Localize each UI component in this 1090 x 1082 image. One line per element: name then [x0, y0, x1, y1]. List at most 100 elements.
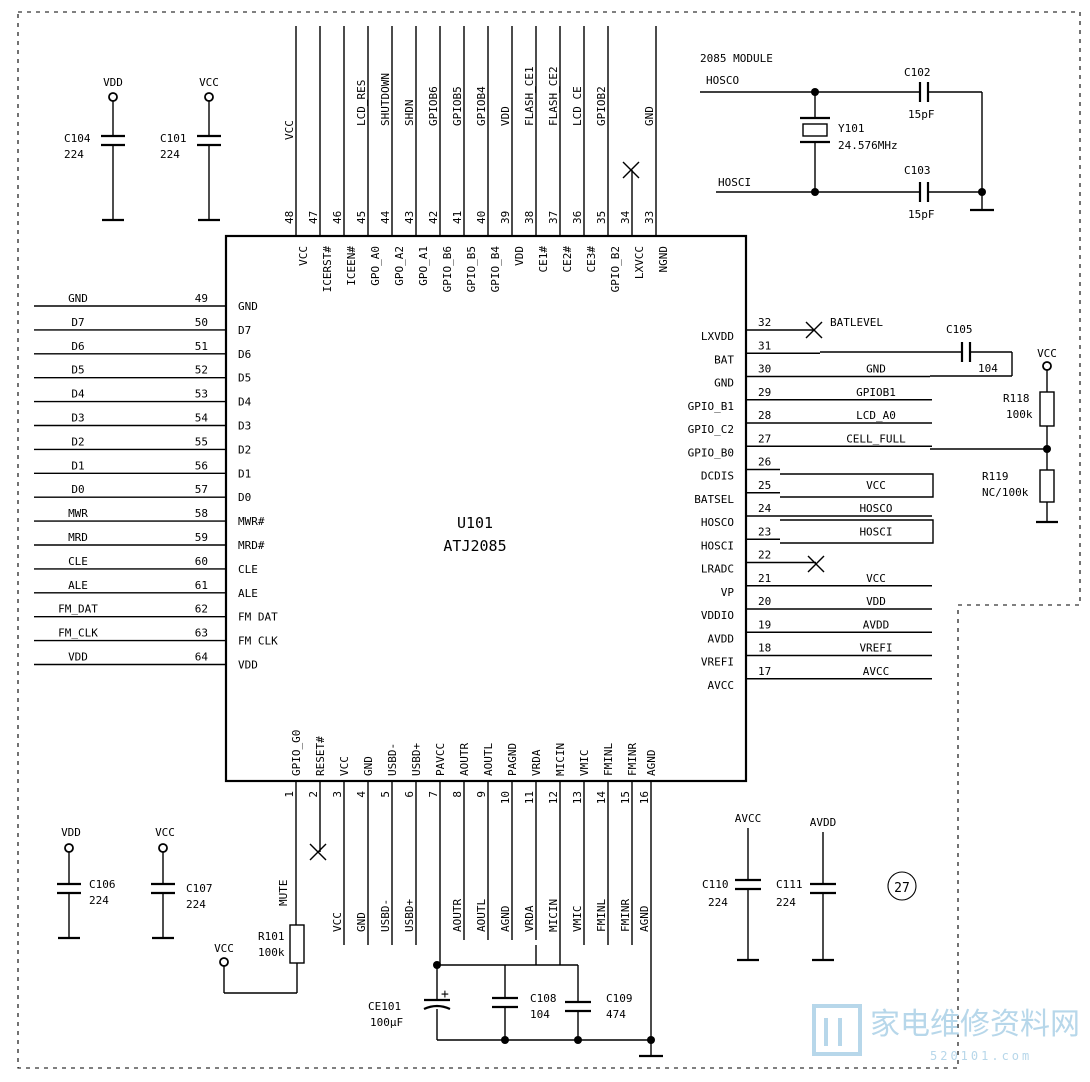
svg-text:474: 474 [606, 1008, 626, 1021]
svg-text:104: 104 [978, 362, 998, 375]
svg-text:AVCC: AVCC [735, 812, 762, 825]
pin-33-number: 33 [643, 211, 656, 224]
pin-35-net-label: GPIOB2 [595, 86, 608, 126]
pin-16-net-label: AGND [638, 906, 651, 933]
pin-21-net-label: VCC [866, 572, 886, 585]
pin-20-name: VDDIO [701, 609, 734, 622]
pin-29-net-label: GPIOB1 [856, 386, 896, 399]
pin-10-name: PAGND [506, 743, 519, 776]
svg-text:HOSCI: HOSCI [718, 176, 751, 189]
pin-49-number: 49 [195, 292, 208, 305]
svg-text:224: 224 [160, 148, 180, 161]
pin-51-name: D6 [238, 348, 251, 361]
ic-pins-left: 49GNDGND50D7D751D6D652D5D553D4D454D3D355… [34, 292, 278, 672]
pin-1-net-label: MUTE [277, 880, 290, 907]
pin-8-name: AOUTR [458, 743, 471, 776]
pin-33-name: NGND [657, 246, 670, 273]
pin-54-net-label: D3 [71, 412, 84, 425]
pin-12-number: 12 [547, 791, 560, 804]
svg-text:VDD: VDD [61, 826, 81, 839]
pin-15-name: FMINR [626, 743, 639, 776]
pin-42-number: 42 [427, 211, 440, 224]
pin-46-number: 46 [331, 211, 344, 224]
pin-64-net-label: VDD [68, 651, 88, 664]
ic-pins-right: 32LXVDDBATLEVEL31BAT30GNDGND29GPIO_B1GPI… [688, 316, 932, 692]
pin-62-name: FM DAT [238, 611, 278, 624]
net-box-pin23 [780, 519, 934, 544]
svg-text:C103: C103 [904, 164, 931, 177]
pin-19-net-label: AVDD [863, 618, 890, 631]
cap-c107: VCC C107 224 [151, 826, 213, 940]
crystal-oscillator-block: 2085 MODULE HOSCO HOSCI C102 15pF C103 1… [700, 52, 994, 221]
pin-57-net-label: D0 [71, 483, 84, 496]
pin-26-number: 26 [758, 456, 771, 469]
pin-50-number: 50 [195, 316, 208, 329]
svg-text:224: 224 [89, 894, 109, 907]
pin-41-number: 41 [451, 211, 464, 224]
pin-19-name: AVDD [708, 632, 735, 645]
pin-63-name: FM CLK [238, 635, 278, 648]
svg-text:R119: R119 [982, 470, 1009, 483]
pin-29-number: 29 [758, 386, 771, 399]
pin-52-name: D5 [238, 372, 251, 385]
net-box-pin25 [780, 473, 934, 498]
pin-3-net-label: VCC [331, 912, 344, 932]
pin-38-net-label: FLASH_CE1 [523, 66, 536, 126]
ic-part: ATJ2085 [443, 537, 506, 555]
pin-55-number: 55 [195, 435, 208, 448]
svg-text:C104: C104 [64, 132, 91, 145]
cap-c111: AVDD C111 224 [776, 816, 837, 962]
cap-c101: VCC C101 224 [160, 76, 221, 222]
pin-20-number: 20 [758, 595, 771, 608]
pin-52-number: 52 [195, 364, 208, 377]
svg-text:VCC: VCC [1037, 347, 1057, 360]
pin-13-number: 13 [571, 791, 584, 804]
pin-37-net-label: FLASH_CE2 [547, 66, 560, 126]
pin-25-number: 25 [758, 479, 771, 492]
pin-21-number: 21 [758, 572, 771, 585]
pin-47-name: ICERST# [321, 246, 334, 293]
pin-45-name: GPO_A0 [369, 246, 382, 286]
pin-58-number: 58 [195, 507, 208, 520]
pin-57-name: D0 [238, 491, 251, 504]
svg-text:104: 104 [530, 1008, 550, 1021]
pin-62-net-label: FM_DAT [58, 603, 98, 616]
svg-text:2085 MODULE: 2085 MODULE [700, 52, 773, 65]
pin-58-net-label: MWR [68, 507, 88, 520]
pin-61-net-label: ALE [68, 579, 88, 592]
pin-9-name: AOUTL [482, 743, 495, 776]
pin-10-number: 10 [499, 791, 512, 804]
svg-text:AVDD: AVDD [810, 816, 837, 829]
pin-39-name: VDD [513, 246, 526, 266]
pin-58-name: MWR# [238, 515, 265, 528]
pin-34-number: 34 [619, 210, 632, 224]
pin-52-net-label: D5 [71, 364, 84, 377]
ic-pins-bottom: 1GPIO_G0MUTE2RESET#3VCCVCC4GNDGND5USBD-U… [277, 730, 658, 1040]
resistor-r118: VCC R118 100k [1003, 347, 1057, 470]
pin-10-net-label: AGND [499, 906, 512, 933]
pin-11-net-label: VRDA [523, 905, 536, 932]
pin-31-name: BAT [714, 353, 734, 366]
pin-9-net-label: AOUTL [475, 899, 488, 932]
pin-2-name: RESET# [314, 736, 327, 776]
svg-text:15pF: 15pF [908, 208, 935, 221]
pin-26-name: DCDIS [701, 470, 734, 483]
pin-61-name: ALE [238, 587, 258, 600]
pin-42-name: GPIO_B6 [441, 246, 454, 292]
cap-c110: AVCC C110 224 [702, 812, 762, 962]
svg-text:+: + [441, 987, 449, 1002]
pin-24-name: HOSCO [701, 516, 734, 529]
pin-53-net-label: D4 [71, 388, 85, 401]
pin-54-name: D3 [238, 420, 251, 433]
pin-29-name: GPIO_B1 [688, 400, 734, 413]
pin-40-number: 40 [475, 211, 488, 224]
pin-59-net-label: MRD [68, 531, 88, 544]
pin-40-name: GPIO_B4 [489, 246, 502, 293]
no-connect-pin34 [622, 161, 640, 179]
resistor-r101: VCC R101 100k [214, 924, 305, 994]
svg-text:C110: C110 [702, 878, 729, 891]
pin-3-name: VCC [338, 756, 351, 776]
pin-30-number: 30 [758, 363, 771, 376]
pin-11-name: VRDA [530, 749, 543, 776]
svg-text:R118: R118 [1003, 392, 1030, 405]
